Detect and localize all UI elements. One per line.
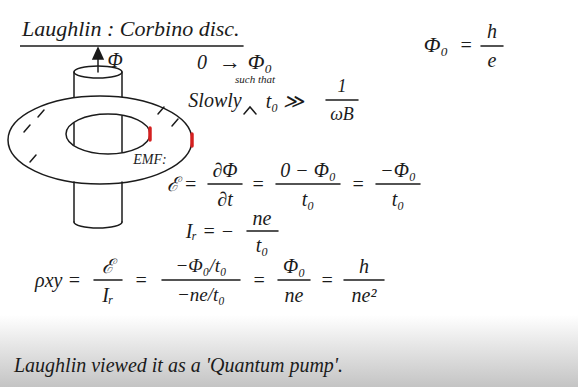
numerator: h bbox=[487, 21, 497, 42]
cylinder-side bbox=[121, 182, 123, 222]
closing-remark: Laughlin viewed it as a 'Quantum pump'. bbox=[14, 355, 343, 376]
hatch bbox=[24, 125, 30, 132]
equals-sign: = bbox=[459, 35, 473, 56]
title-underline bbox=[20, 45, 244, 47]
fraction-bar bbox=[276, 183, 340, 185]
flux-arrow bbox=[97, 58, 99, 72]
denominator: ωB bbox=[330, 105, 354, 124]
equals-sign: = bbox=[251, 174, 265, 195]
flux-symbol: Φ bbox=[107, 50, 122, 71]
hatch bbox=[158, 107, 164, 114]
emf-label: EMF: bbox=[133, 153, 166, 168]
fraction-bar bbox=[162, 279, 240, 281]
cylinder-side bbox=[121, 72, 123, 97]
denominator: ∂t bbox=[217, 189, 232, 210]
note-text: Slowly bbox=[188, 90, 241, 111]
arrow-symbol: → bbox=[219, 50, 241, 73]
contact-mark bbox=[148, 128, 152, 140]
denominator: t₀ bbox=[302, 189, 315, 210]
numerator: −Φ₀ bbox=[380, 160, 416, 181]
time-condition: t₀ ≫ bbox=[266, 91, 305, 112]
denominator: ne bbox=[285, 285, 304, 306]
denominator: t₀ bbox=[392, 189, 405, 210]
numerator: ∂Φ bbox=[212, 160, 237, 181]
numerator: 1 bbox=[338, 77, 347, 96]
cylinder-bottom bbox=[74, 222, 122, 228]
contact-mark bbox=[190, 134, 194, 146]
fraction-bar bbox=[344, 279, 384, 281]
hatch bbox=[30, 155, 36, 162]
equals-sign: = bbox=[351, 174, 365, 195]
disc-hole bbox=[66, 114, 150, 154]
flux-start: 0 bbox=[197, 52, 207, 73]
numerator: ne bbox=[253, 208, 272, 229]
fraction-bar bbox=[376, 183, 420, 185]
flux-end: Φ₀ bbox=[248, 50, 272, 73]
footer-band bbox=[0, 315, 578, 387]
cylinder-side bbox=[73, 182, 75, 222]
numerator: h bbox=[359, 256, 369, 277]
denominator: −ne/t₀ bbox=[177, 285, 225, 305]
hatch bbox=[38, 110, 44, 117]
denominator: e bbox=[488, 50, 497, 71]
numerator: 0 − Φ₀ bbox=[280, 160, 336, 181]
numerator: ℰ bbox=[102, 256, 114, 277]
cylinder-side bbox=[121, 116, 123, 152]
fraction-bar bbox=[481, 45, 503, 47]
cylinder-side bbox=[73, 123, 75, 145]
fraction-bar bbox=[94, 279, 122, 281]
flux-quantum: Φ₀ bbox=[424, 33, 448, 56]
equation-lhs: ℰ = bbox=[167, 174, 198, 195]
equals-sign: = bbox=[252, 270, 266, 291]
numerator: Φ₀ bbox=[283, 256, 305, 277]
corbino-disc bbox=[8, 96, 192, 184]
arrow-head bbox=[93, 48, 103, 59]
denominator: ne² bbox=[352, 285, 377, 306]
fraction-bar bbox=[208, 183, 242, 185]
page-title: Laughlin : Corbino disc. bbox=[22, 17, 240, 40]
equals-sign: = bbox=[320, 270, 334, 291]
equation-lhs: ρxy = bbox=[35, 270, 81, 291]
inserted-note: such that bbox=[235, 74, 275, 86]
fraction-bar bbox=[278, 279, 310, 281]
fraction-bar bbox=[247, 230, 278, 232]
fraction-bar bbox=[326, 99, 358, 101]
denominator: t₀ bbox=[256, 235, 269, 256]
equals-sign: = bbox=[134, 270, 148, 291]
hatch bbox=[172, 119, 178, 126]
numerator: −Φ₀/t₀ bbox=[175, 256, 226, 276]
insert-caret bbox=[244, 107, 256, 114]
equation-lhs: Iᵣ = − bbox=[186, 221, 235, 242]
denominator: Iᵣ bbox=[102, 285, 114, 306]
cylinder-side bbox=[73, 72, 75, 98]
